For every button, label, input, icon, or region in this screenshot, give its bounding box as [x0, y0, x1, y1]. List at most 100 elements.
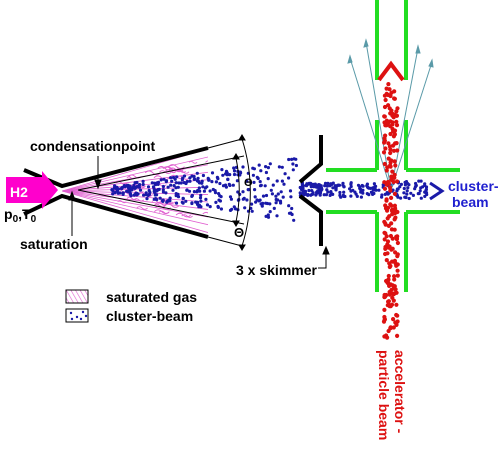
cluster-dot [202, 189, 206, 193]
cluster-dot [319, 186, 323, 190]
cluster-dot [258, 180, 262, 184]
cluster-dot [195, 179, 199, 183]
skimmer-pointer [318, 245, 330, 269]
particle-beam-dots [381, 82, 400, 340]
legend-saturated-gas-swatch [65, 289, 89, 304]
particle-dot [389, 90, 394, 95]
comma: , [18, 206, 22, 222]
cluster-dot [128, 186, 132, 190]
pressure-symbol: p [4, 206, 13, 222]
cluster-dot [323, 181, 328, 185]
cluster-dot [156, 180, 161, 184]
laval-nozzle [23, 146, 209, 239]
cluster-dot [409, 191, 413, 195]
cluster-dot [257, 163, 261, 167]
particle-dot [395, 148, 400, 153]
particle-dot [389, 195, 394, 200]
particle-dot [394, 141, 399, 146]
condensation-pointer [94, 156, 102, 190]
temperature-symbol: T [22, 206, 31, 222]
cluster-dot [165, 200, 169, 204]
particle-dot [394, 113, 399, 118]
cluster-dot [351, 188, 355, 192]
cluster-dot [188, 179, 192, 183]
particle-dot [386, 82, 391, 87]
condensation-point-label: condensationpoint [30, 138, 156, 154]
cluster-dot [164, 191, 168, 195]
cluster-dot [268, 162, 272, 166]
particle-dot [382, 136, 387, 141]
temperature-subscript: 0 [31, 214, 37, 225]
cluster-dot [241, 190, 245, 194]
cluster-dot [243, 206, 247, 210]
particle-dot [395, 252, 400, 257]
legend-cluster-beam-label: cluster-beam [106, 308, 193, 324]
cluster-dot [229, 197, 233, 201]
cluster-dot [221, 173, 225, 177]
cluster-dot [283, 172, 287, 176]
cluster-dot [274, 194, 278, 198]
cluster-dot [305, 182, 309, 186]
cluster-dot [275, 214, 279, 218]
particle-dot [382, 317, 387, 322]
cluster-dot [365, 182, 369, 186]
cluster-dot [266, 215, 271, 219]
particle-dot [385, 216, 390, 221]
cluster-dot [224, 185, 228, 189]
cluster-dot [416, 192, 420, 196]
cluster-dot [402, 186, 406, 191]
pressure-subscript: 0 [13, 214, 19, 225]
cluster-dot [298, 191, 302, 195]
cluster-dot [276, 192, 280, 196]
cluster-dot [198, 189, 202, 193]
cluster-dot [133, 181, 137, 185]
particle-dot [387, 264, 392, 270]
cluster-dot [230, 207, 234, 211]
cluster-dot [359, 195, 363, 199]
cluster-dot [208, 189, 212, 193]
cluster-dot [413, 185, 418, 189]
cluster-dot [402, 191, 406, 195]
cluster-dot [424, 185, 429, 189]
cluster-dot [318, 191, 323, 195]
cluster-dot [195, 171, 199, 175]
cluster-dot [208, 205, 212, 209]
particle-dot [393, 163, 398, 168]
cluster-dot [159, 178, 163, 182]
particle-dot [389, 203, 394, 208]
cluster-dot [356, 183, 361, 187]
divergence-angle-markers [77, 134, 251, 251]
cluster-beam-label-line2: beam [452, 194, 489, 210]
accelerator-label-line2: particle beam [376, 350, 392, 440]
cluster-dot [145, 197, 149, 201]
cluster-dot [311, 182, 315, 186]
cluster-dot [259, 169, 263, 173]
cluster-dot [371, 186, 375, 190]
cluster-dot [170, 179, 174, 183]
cluster-dot [144, 193, 148, 197]
cluster-dot [336, 183, 341, 187]
legend: saturated gas cluster-beam [65, 289, 197, 324]
particle-dot [390, 246, 395, 251]
cluster-dot [266, 177, 270, 181]
cluster-dot [111, 189, 115, 193]
cluster-dot [291, 162, 295, 166]
cluster-dot [252, 167, 256, 171]
cluster-dot [142, 193, 146, 197]
cluster-dot [349, 181, 353, 185]
cluster-dot [174, 201, 179, 205]
cluster-dot [280, 179, 284, 183]
cluster-dot [161, 184, 165, 189]
particle-dot [392, 191, 397, 196]
cluster-dot [252, 180, 256, 184]
cluster-dot [411, 193, 415, 197]
particle-dot [386, 299, 391, 304]
particle-dot [392, 277, 397, 282]
particle-dot [390, 236, 395, 241]
cluster-dot [419, 196, 423, 200]
particle-beam-arrowhead [377, 60, 405, 82]
cluster-dot [115, 189, 119, 193]
cluster-dot [146, 185, 151, 189]
particle-dot [392, 175, 397, 180]
cluster-dot [153, 188, 157, 192]
